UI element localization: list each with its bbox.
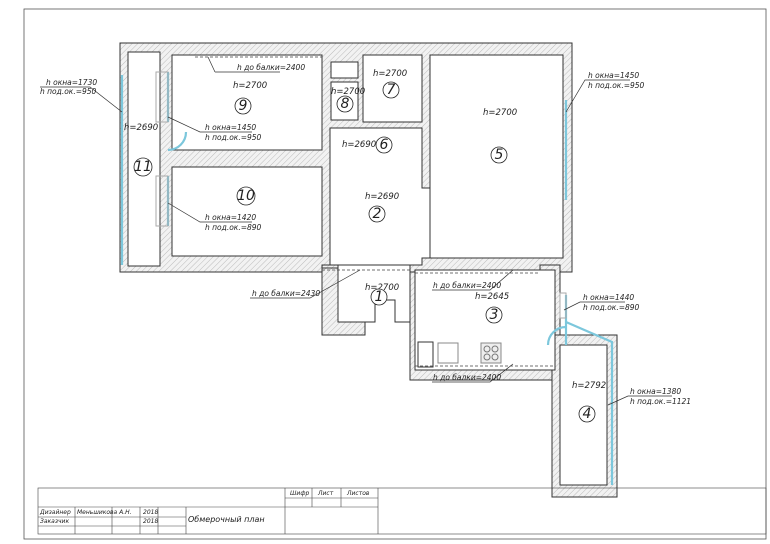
- win3-sill: h под.ок.=890: [583, 303, 640, 312]
- beam-3-bottom: h до балки=2400: [433, 373, 501, 382]
- win5-sill: h под.ок.=950: [588, 81, 645, 90]
- sink-icon: [437, 342, 459, 364]
- room-8-closet: [330, 61, 359, 79]
- win9-height: h окна=1450: [205, 123, 256, 132]
- svg-text:h=2792: h=2792: [572, 381, 606, 391]
- win10-sill: h под.ок.=890: [205, 223, 262, 232]
- svg-text:h=2700: h=2700: [373, 69, 407, 79]
- windows: [120, 71, 614, 485]
- svg-text:h=2645: h=2645: [475, 292, 509, 302]
- room-number-4: 4: [583, 406, 592, 422]
- win10-height: h окна=1420: [205, 213, 256, 222]
- win3-height: h окна=1440: [583, 293, 634, 302]
- svg-text:h=2690: h=2690: [365, 192, 399, 202]
- room-10: [171, 166, 323, 257]
- stove-icon: [480, 342, 502, 364]
- svg-text:Дизайнер: Дизайнер: [39, 509, 71, 516]
- door-swing-3: [546, 325, 567, 346]
- beam-1: h до балки=2430: [252, 289, 320, 298]
- svg-text:Лист: Лист: [317, 490, 334, 497]
- room-number-3: 3: [490, 307, 499, 323]
- leaders: [40, 56, 672, 406]
- svg-text:Листов: Листов: [346, 490, 370, 497]
- svg-text:h=2700: h=2700: [331, 87, 365, 97]
- svg-text:Шифр: Шифр: [290, 490, 309, 497]
- svg-text:h=2700: h=2700: [233, 81, 267, 91]
- svg-text:h=2690: h=2690: [124, 123, 158, 133]
- win11-sill: h под.ок.=950: [40, 87, 97, 96]
- fridge-niche: [417, 341, 434, 368]
- win9-sill: h под.ок.=950: [205, 133, 262, 142]
- svg-text:h=2700: h=2700: [483, 108, 517, 118]
- beam-9: h до балки=2400: [237, 63, 305, 72]
- room-number-6: 6: [380, 137, 389, 153]
- room-labels: h=2700 h=2690 h=2645 h=2792 h=2700 h=269…: [124, 69, 606, 423]
- win4-sill: h под.ок.=1121: [630, 397, 691, 406]
- svg-text:2018: 2018: [143, 509, 158, 516]
- room-number-10: 10: [237, 188, 255, 204]
- room-number-2: 2: [373, 206, 382, 222]
- door-swing-9: [167, 131, 188, 152]
- svg-text:h=2690: h=2690: [342, 140, 376, 150]
- room-number-9: 9: [239, 98, 248, 114]
- room-number-8: 8: [341, 96, 350, 112]
- room-number-5: 5: [495, 147, 504, 163]
- win11-height: h окна=1730: [46, 78, 97, 87]
- svg-text:h=2700: h=2700: [365, 283, 399, 293]
- win5-height: h окна=1450: [588, 71, 639, 80]
- svg-text:Меньшикова А.Н.: Меньшикова А.Н.: [77, 509, 132, 516]
- window-annotations: h окна=1730 h под.ок.=950 h окна=1450 h …: [40, 63, 691, 406]
- sheet-frame: [23, 8, 767, 540]
- room-number-1: 1: [375, 289, 384, 305]
- title-block-text: Шифр Лист Листов Дизайнер Меньшикова А.Н…: [39, 490, 370, 525]
- drawing-title: Обмерочный план: [188, 515, 265, 524]
- svg-text:2018: 2018: [143, 518, 158, 525]
- beam-3-top: h до балки=2400: [433, 281, 501, 290]
- svg-text:Заказчик: Заказчик: [40, 518, 69, 525]
- room-number-11: 11: [134, 159, 152, 175]
- room-number-7: 7: [387, 82, 396, 98]
- win4-height: h окна=1380: [630, 387, 681, 396]
- title-block: [37, 487, 767, 535]
